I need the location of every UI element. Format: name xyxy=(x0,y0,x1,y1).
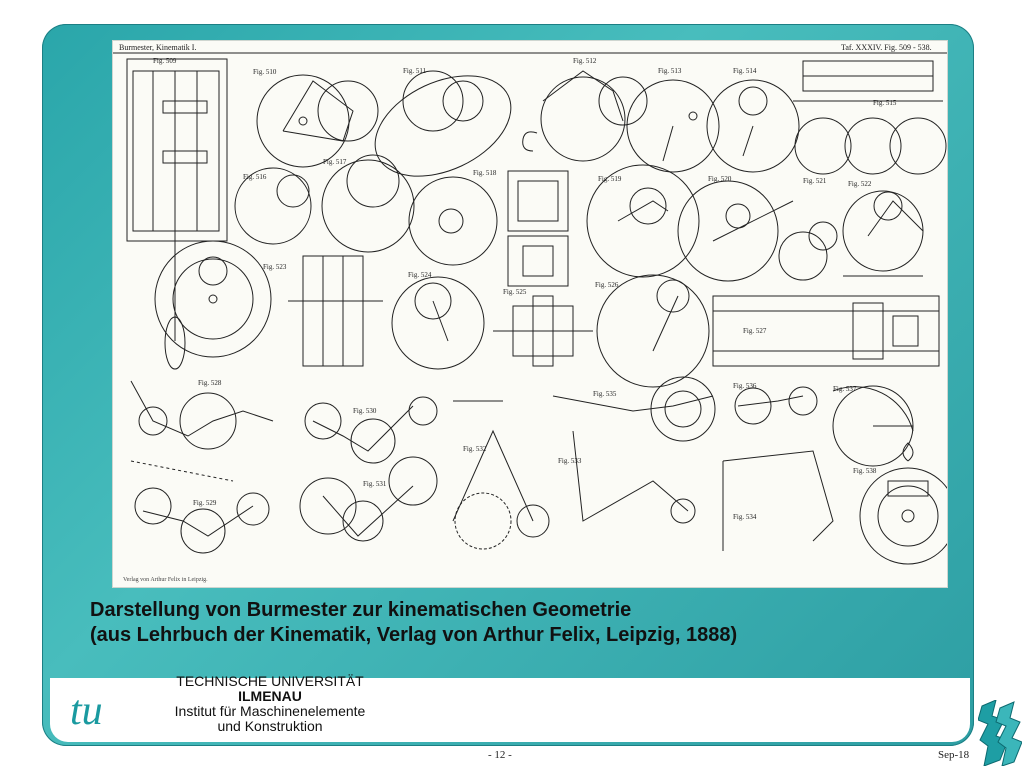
figure-label: Fig. 531 xyxy=(363,480,387,488)
department-name-2: und Konstruktion xyxy=(217,718,323,734)
figure-label: Fig. 527 xyxy=(743,327,767,335)
figure-label: Fig. 513 xyxy=(658,67,682,75)
page-number: - 12 - xyxy=(488,749,512,761)
figure-label: Fig. 521 xyxy=(803,177,827,185)
svg-text:tu: tu xyxy=(70,688,103,732)
figure-label: Fig. 517 xyxy=(323,158,347,166)
figure-label: Fig. 520 xyxy=(708,175,732,183)
figure-label: Fig. 533 xyxy=(558,457,582,465)
caption-line-1: Darstellung von Burmester zur kinematisc… xyxy=(90,599,632,621)
figure-label: Fig. 515 xyxy=(873,99,897,107)
figure-label: Fig. 509 xyxy=(153,57,177,65)
figure-label: Fig. 512 xyxy=(573,57,597,65)
figure-label: Fig. 524 xyxy=(408,271,432,279)
plate-header-right: Taf. XXXIV. Fig. 509 - 538. xyxy=(841,43,932,52)
slide-date: Sep-18 xyxy=(938,749,970,761)
figure-label: Fig. 519 xyxy=(598,175,622,183)
plate-footer-left: Verlag von Arthur Felix in Leipzig. xyxy=(123,577,208,583)
plate-drawing: Burmester, Kinematik I. Taf. XXXIV. Fig.… xyxy=(113,43,947,583)
figure-label: Fig. 532 xyxy=(463,445,487,453)
figure-label: Fig. 538 xyxy=(853,467,877,475)
plate-header-left: Burmester, Kinematik I. xyxy=(119,43,196,52)
university-city: ILMENAU xyxy=(238,688,302,704)
figure-label: Fig. 534 xyxy=(733,513,757,521)
figure-label: Fig. 516 xyxy=(243,173,267,181)
caption-line-2: (aus Lehrbuch der Kinematik, Verlag von … xyxy=(90,624,738,646)
zigzag-arrows-icon[interactable] xyxy=(978,700,1022,766)
kinematics-plate-image: Burmester, Kinematik I. Taf. XXXIV. Fig.… xyxy=(112,40,948,588)
figure-label: Fig. 536 xyxy=(733,382,757,390)
slide-caption: Darstellung von Burmester zur kinematisc… xyxy=(90,598,950,648)
university-name: TECHNISCHE UNIVERSITÄT xyxy=(176,673,364,689)
figure-label: Fig. 537 xyxy=(833,385,857,393)
figure-label: Fig. 525 xyxy=(503,288,527,296)
figure-label: Fig. 528 xyxy=(198,379,222,387)
figure-label: Fig. 526 xyxy=(595,281,619,289)
figure-label: Fig. 510 xyxy=(253,68,277,76)
figure-label: Fig. 522 xyxy=(848,180,872,188)
figure-label: Fig. 535 xyxy=(593,390,617,398)
institution-block: TECHNISCHE UNIVERSITÄT ILMENAU Institut … xyxy=(150,674,390,734)
tu-ilmenau-logo-icon: tu xyxy=(70,688,103,732)
department-name: Institut für Maschinenelemente xyxy=(174,703,366,719)
figure-label: Fig. 523 xyxy=(263,263,287,271)
figure-label: Fig. 529 xyxy=(193,499,217,507)
figure-label: Fig. 514 xyxy=(733,67,757,75)
figure-label: Fig. 518 xyxy=(473,169,497,177)
footer-panel xyxy=(50,678,970,742)
figure-label: Fig. 511 xyxy=(403,67,427,75)
figure-label: Fig. 530 xyxy=(353,407,377,415)
